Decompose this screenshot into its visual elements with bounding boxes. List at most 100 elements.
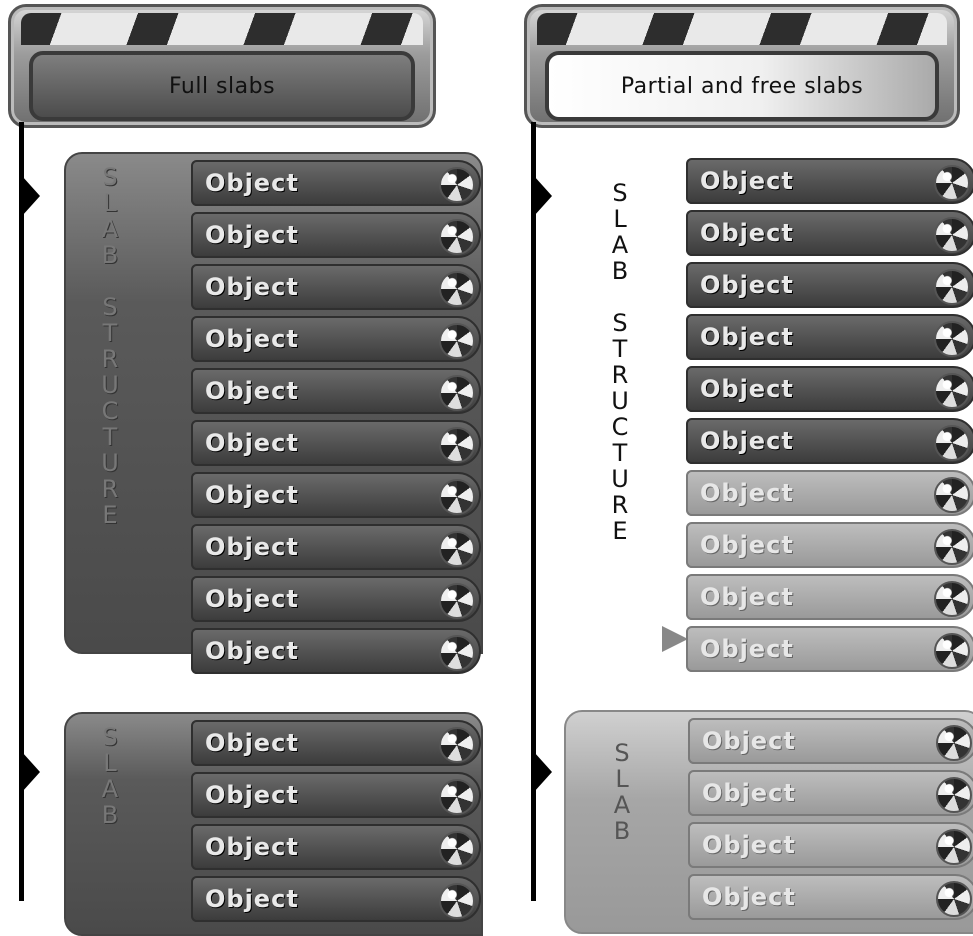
- object-item-label: Object: [205, 885, 299, 913]
- soccer-ball-icon: [439, 779, 475, 815]
- slab-structure-label: S L A B S T R U C T U R E: [600, 180, 640, 544]
- object-item-label: Object: [205, 377, 299, 405]
- header-title: Partial and free slabs: [545, 51, 939, 121]
- soccer-ball-icon: [439, 531, 475, 567]
- object-item[interactable]: Object: [191, 524, 481, 570]
- soccer-ball-icon: [934, 425, 970, 461]
- slab-structure-label: S L A B S T R U C T U R E: [90, 164, 130, 528]
- soccer-ball-icon: [934, 581, 970, 617]
- soccer-ball-icon: [934, 477, 970, 513]
- object-item[interactable]: Object: [191, 720, 481, 766]
- slab-lower: S L A B ObjectObjectObjectObject: [64, 712, 483, 936]
- header-stripes: [537, 13, 947, 45]
- object-item[interactable]: Object: [686, 574, 973, 620]
- object-item[interactable]: Object: [191, 472, 481, 518]
- soccer-ball-icon: [439, 271, 475, 307]
- object-item[interactable]: Object: [191, 316, 481, 362]
- soccer-ball-icon: [934, 321, 970, 357]
- object-item[interactable]: Object: [688, 874, 973, 920]
- object-item-label: Object: [205, 169, 299, 197]
- object-item[interactable]: Object: [686, 626, 973, 672]
- soccer-ball-icon: [439, 167, 475, 203]
- soccer-ball-icon: [936, 777, 972, 813]
- triangle-right-icon: [22, 752, 40, 792]
- object-item[interactable]: Object: [686, 158, 973, 204]
- object-item-label: Object: [702, 831, 796, 859]
- object-item[interactable]: Object: [191, 420, 481, 466]
- object-item-label: Object: [205, 637, 299, 665]
- soccer-ball-icon: [934, 633, 970, 669]
- object-item[interactable]: Object: [686, 366, 973, 412]
- header-stripes: [21, 13, 423, 45]
- object-item-label: Object: [205, 781, 299, 809]
- object-item[interactable]: Object: [688, 770, 973, 816]
- object-item-label: Object: [205, 585, 299, 613]
- object-item-label: Object: [205, 481, 299, 509]
- object-item[interactable]: Object: [191, 824, 481, 870]
- object-item-label: Object: [205, 273, 299, 301]
- object-item[interactable]: Object: [686, 522, 973, 568]
- object-item-label: Object: [700, 219, 794, 247]
- object-item[interactable]: Object: [191, 264, 481, 310]
- soccer-ball-icon: [439, 727, 475, 763]
- object-item[interactable]: Object: [688, 718, 973, 764]
- object-item[interactable]: Object: [686, 470, 973, 516]
- soccer-ball-icon: [936, 725, 972, 761]
- object-item-label: Object: [205, 533, 299, 561]
- object-item-label: Object: [205, 729, 299, 757]
- soccer-ball-icon: [934, 217, 970, 253]
- object-item-label: Object: [702, 779, 796, 807]
- object-item-label: Object: [205, 833, 299, 861]
- header-tab[interactable]: Full slabs: [8, 4, 436, 128]
- object-item[interactable]: Object: [191, 212, 481, 258]
- soccer-ball-icon: [439, 375, 475, 411]
- soccer-ball-icon: [439, 583, 475, 619]
- object-item-label: Object: [700, 167, 794, 195]
- object-item-label: Object: [700, 635, 794, 663]
- object-item[interactable]: Object: [686, 314, 973, 360]
- soccer-ball-icon: [439, 323, 475, 359]
- object-item-label: Object: [700, 427, 794, 455]
- soccer-ball-icon: [439, 635, 475, 671]
- object-item-label: Object: [205, 221, 299, 249]
- object-item-label: Object: [205, 325, 299, 353]
- object-item-label: Object: [700, 583, 794, 611]
- triangle-right-icon: [22, 176, 40, 216]
- object-item[interactable]: Object: [688, 822, 973, 868]
- object-item[interactable]: Object: [191, 160, 481, 206]
- object-item-label: Object: [700, 531, 794, 559]
- soccer-ball-icon: [934, 373, 970, 409]
- soccer-ball-icon: [439, 479, 475, 515]
- object-item[interactable]: Object: [191, 628, 481, 674]
- object-item[interactable]: Object: [686, 210, 973, 256]
- soccer-ball-icon: [439, 883, 475, 919]
- slab-lower-label: S L A B: [602, 740, 642, 844]
- soccer-ball-icon: [936, 881, 972, 917]
- object-item[interactable]: Object: [686, 418, 973, 464]
- header-title: Full slabs: [29, 51, 415, 121]
- object-item[interactable]: Object: [191, 576, 481, 622]
- object-item[interactable]: Object: [191, 876, 481, 922]
- column-partial-free-slabs: Partial and free slabs S L A B S T R U C…: [520, 0, 973, 901]
- object-item[interactable]: Object: [686, 262, 973, 308]
- object-item[interactable]: Object: [191, 772, 481, 818]
- triangle-right-icon: [534, 176, 552, 216]
- soccer-ball-icon: [934, 529, 970, 565]
- object-item-label: Object: [700, 271, 794, 299]
- pointer-triangle-icon: [662, 626, 688, 652]
- soccer-ball-icon: [439, 219, 475, 255]
- soccer-ball-icon: [934, 269, 970, 305]
- object-item-label: Object: [702, 883, 796, 911]
- soccer-ball-icon: [439, 427, 475, 463]
- object-item[interactable]: Object: [191, 368, 481, 414]
- object-item-label: Object: [700, 323, 794, 351]
- object-item-label: Object: [700, 479, 794, 507]
- soccer-ball-icon: [936, 829, 972, 865]
- header-tab[interactable]: Partial and free slabs: [524, 4, 960, 128]
- object-item-label: Object: [702, 727, 796, 755]
